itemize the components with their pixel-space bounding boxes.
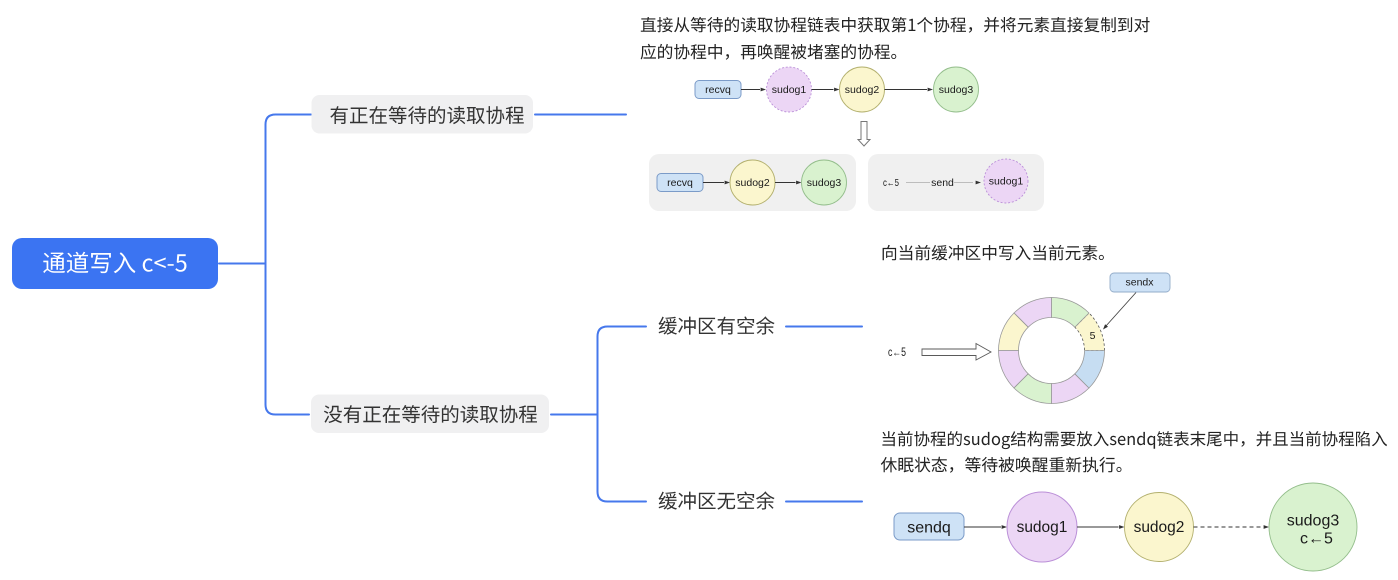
svg-text:sudog2: sudog2: [1134, 519, 1185, 536]
svg-text:recvq: recvq: [667, 177, 693, 189]
svg-text:sendx: sendx: [1125, 277, 1154, 289]
svg-text:sudog1: sudog1: [1017, 519, 1068, 536]
svg-text:5: 5: [1090, 330, 1096, 342]
svg-text:sudog2: sudog2: [845, 84, 880, 96]
svg-text:recvq: recvq: [705, 84, 731, 96]
svg-text:sudog1: sudog1: [772, 84, 807, 96]
svg-text:c←5: c←5: [888, 345, 906, 359]
svg-text:send: send: [931, 177, 954, 189]
svg-text:sudog3: sudog3: [1287, 513, 1340, 530]
svg-text:c←5: c←5: [1300, 531, 1333, 548]
svg-text:sudog2: sudog2: [735, 177, 770, 189]
svg-text:sudog3: sudog3: [939, 84, 974, 96]
svg-text:sudog1: sudog1: [989, 176, 1024, 188]
svg-text:sendq: sendq: [907, 520, 951, 537]
svg-text:sudog3: sudog3: [807, 177, 842, 189]
svg-text:c←5: c←5: [883, 177, 899, 189]
